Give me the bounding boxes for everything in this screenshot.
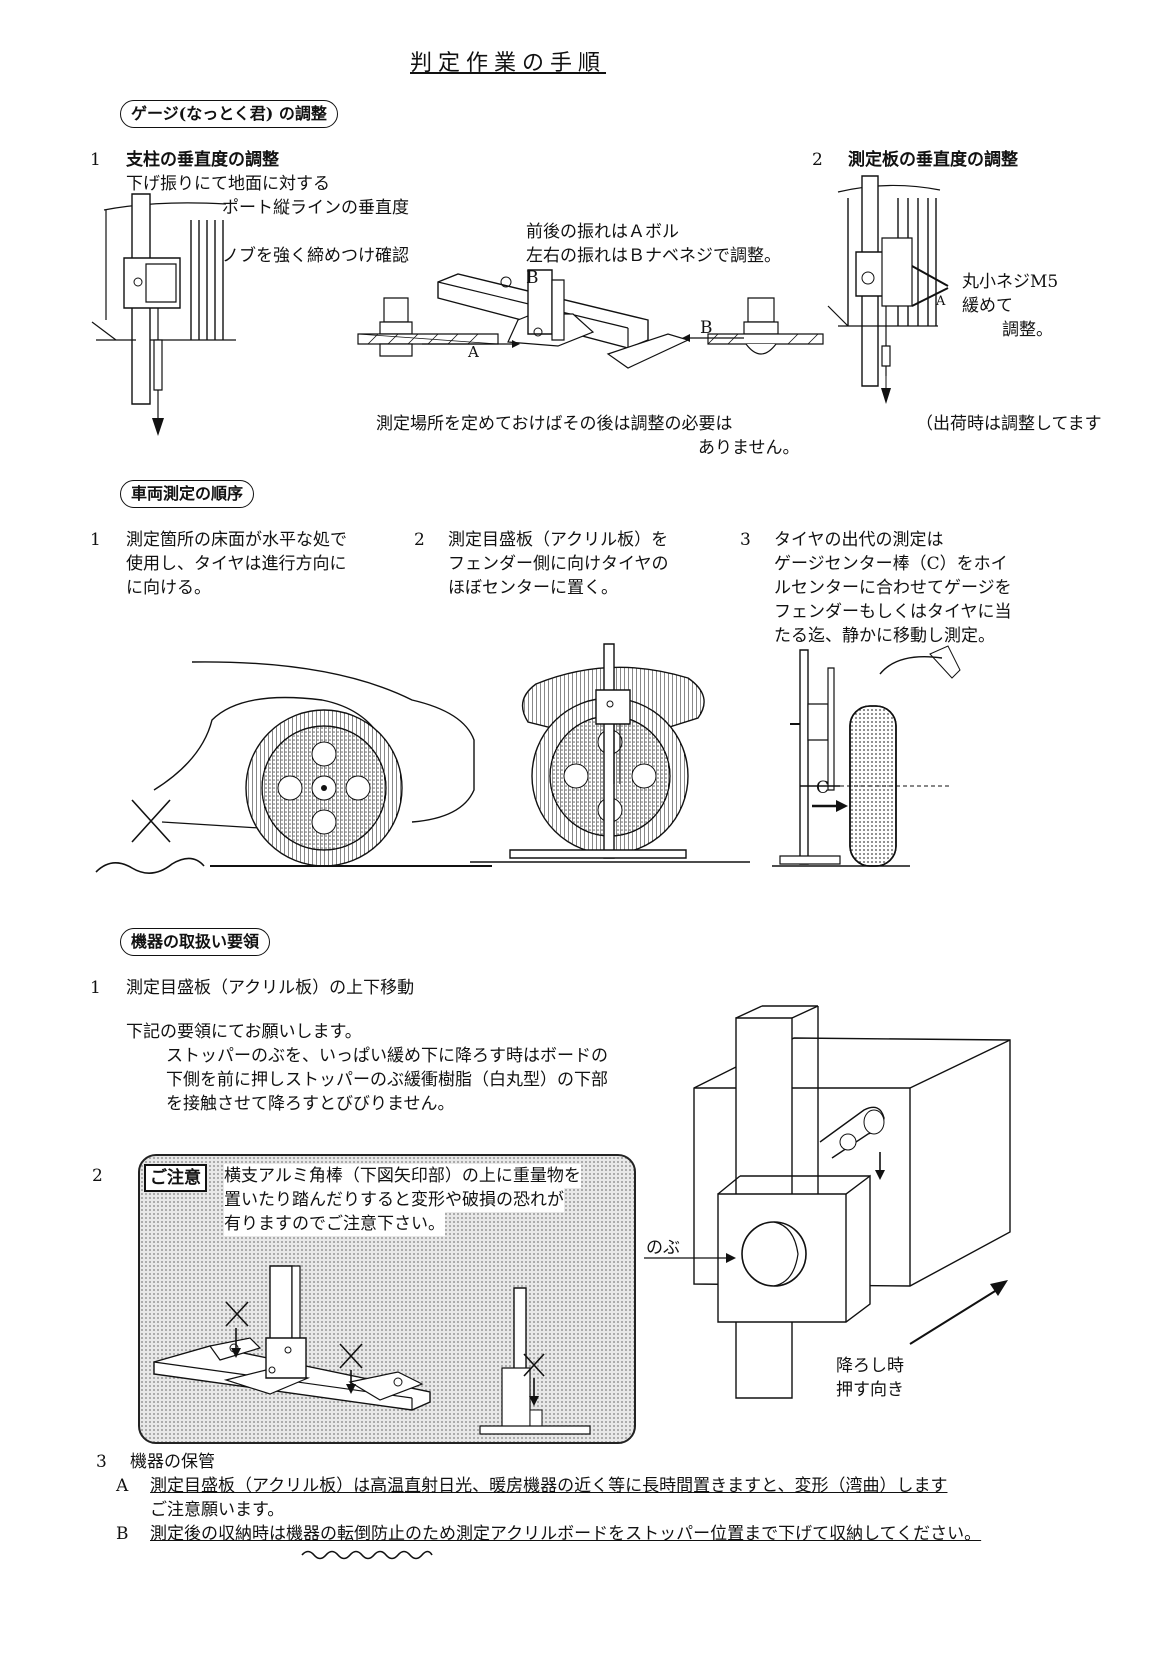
item-text: を接触させて降ろすとびびりません。 <box>166 1094 455 1114</box>
right-adjust-text: 緩めて <box>962 296 1013 316</box>
label-b: B <box>700 318 713 338</box>
wavy-emphasis-mark <box>302 1548 432 1562</box>
item-number: 3 <box>96 1452 107 1472</box>
step-text: 下げ振りにて地面に対する <box>126 174 330 194</box>
step-title: 支柱の垂直度の調整 <box>126 150 279 170</box>
step-text: に向ける。 <box>126 578 211 598</box>
adjust-note: ありません。 <box>698 438 800 458</box>
label-a: A <box>468 343 479 361</box>
step-number: 1 <box>90 530 101 550</box>
item-number: 1 <box>90 978 101 998</box>
push-direction-text: 押す向き <box>836 1380 904 1400</box>
storage-note-a-2: ご注意願います。 <box>150 1500 285 1520</box>
step-number: 2 <box>812 150 823 170</box>
adjust-text: 左右の振れはＢナベネジで調整。 <box>526 246 781 266</box>
item-text: 下記の要領にてお願いします。 <box>126 1022 362 1042</box>
step-text: 測定箇所の床面が水平な処で <box>126 530 347 550</box>
step-text: 使用し、タイヤは進行方向に <box>126 554 347 574</box>
item-title: 機器の保管 <box>130 1452 215 1472</box>
car-wheel-diagram <box>92 650 492 880</box>
shipping-note: （出荷時は調整してます <box>916 414 1102 434</box>
crossbar-warning-diagram <box>140 1242 630 1442</box>
step-text: ポート縦ラインの垂直度 <box>222 198 409 218</box>
storage-note-a: 測定目盛板（アクリル板）は高温直射日光、暖房機器の近く等に長時間置きますと、変形… <box>150 1476 948 1496</box>
step-title: 測定板の垂直度の調整 <box>848 150 1018 170</box>
step-text: タイヤの出代の測定は <box>774 530 944 550</box>
right-adjust-text: 丸小ネジM5 <box>962 272 1059 292</box>
caution-label: ご注意 <box>144 1164 207 1192</box>
tire-offset-diagram <box>810 644 1000 874</box>
label-c: C <box>816 778 830 798</box>
item-text: 下側を前に押しストッパーのぶ緩衝樹脂（白丸型）の下部 <box>166 1070 608 1090</box>
pole-plumb-diagram <box>96 190 336 436</box>
section-heading-vehicle-measurement: 車両測定の順序 <box>120 480 255 508</box>
board-vertical-diagram <box>828 176 978 404</box>
item-text: ストッパーのぶを、いっぱい緩め下に降ろす時はボードの <box>166 1046 608 1066</box>
step-text: フェンダーもしくはタイヤに当 <box>774 602 1012 622</box>
item-title: 測定目盛板（アクリル板）の上下移動 <box>126 978 415 998</box>
stopper-knob-diagram <box>694 1018 1074 1398</box>
caution-panel: ご注意 横支アルミ角棒（下図矢印部）の上に重量物を 置いたり踏んだりすると変形や… <box>138 1154 636 1444</box>
wheel-gauge-front-diagram <box>500 644 750 874</box>
knob-label: のぶ <box>646 1238 680 1258</box>
step-text: ゲージセンター棒（C）をホイ <box>774 554 1008 574</box>
page-title: 判定作業の手順 <box>410 51 607 76</box>
caution-text: 有りますのでご注意下さい。 <box>224 1212 445 1236</box>
frame-bolt-diagram <box>358 262 828 392</box>
step-text: 測定目盛板（アクリル板）を <box>448 530 669 550</box>
right-adjust-text: 調整。 <box>1002 320 1053 340</box>
storage-label-a: A <box>116 1476 129 1496</box>
section-heading-gauge-adjustment: ゲージ(なっとく君) の調整 <box>120 100 338 128</box>
step-text: ほぼセンターに置く。 <box>448 578 618 598</box>
step-number: 2 <box>414 530 425 550</box>
push-direction-text: 降ろし時 <box>836 1356 904 1376</box>
storage-note-b: 測定後の収納時は機器の転倒防止のため測定アクリルボードをストッパー位置まで下げて… <box>150 1524 982 1544</box>
label-b: B <box>526 268 539 288</box>
item-number: 2 <box>92 1166 103 1186</box>
adjust-note: 測定場所を定めておけばその後は調整の必要は <box>376 414 733 434</box>
step-text: フェンダー側に向けタイヤの <box>448 554 669 574</box>
step-text: ルセンターに合わせてゲージを <box>774 578 1012 598</box>
section-heading-equipment-handling: 機器の取扱い要領 <box>120 928 271 956</box>
step-text: たる迄、静かに移動し測定。 <box>774 626 995 646</box>
step-number: 1 <box>90 150 101 170</box>
caution-text: 横支アルミ角棒（下図矢印部）の上に重量物を <box>224 1164 581 1188</box>
storage-label-b: B <box>116 1524 129 1544</box>
step-text: ノブを強く締めつけ確認 <box>222 246 409 266</box>
step-number: 3 <box>740 530 751 550</box>
adjust-text: 前後の振れはＡボル <box>526 222 679 242</box>
label-a: A <box>936 294 946 309</box>
caution-text: 置いたり踏んだりすると変形や破損の恐れが <box>224 1188 564 1212</box>
